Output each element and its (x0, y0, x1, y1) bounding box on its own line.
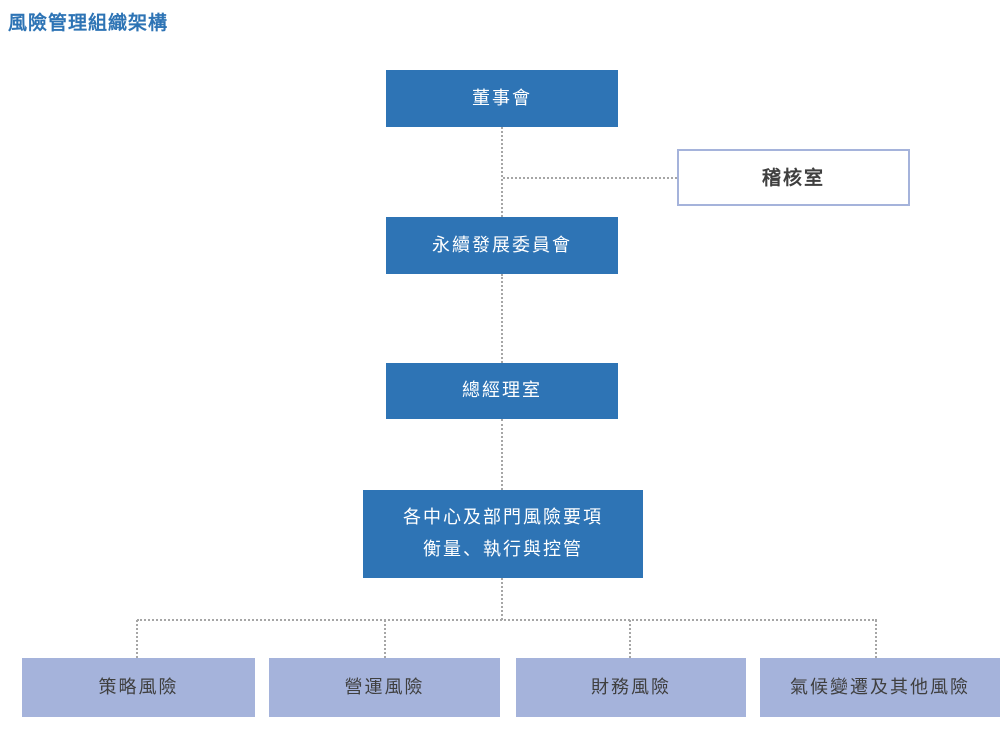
node-audit-label: 稽核室 (761, 166, 825, 189)
node-operational-risk-label: 營運風險 (344, 676, 425, 698)
connector-drop-operational (384, 620, 386, 658)
connector-board-to-audit (503, 177, 677, 179)
connector-board-to-committee (501, 127, 503, 217)
node-operational-risk: 營運風險 (269, 658, 500, 717)
connector-gm-to-control (501, 419, 503, 490)
node-climate-risk: 氣候變遷及其他風險 (760, 658, 1000, 717)
connector-drop-strategic (136, 620, 138, 658)
page-title: 風險管理組織架構 (8, 12, 169, 34)
node-sustainability-label: 永續發展委員會 (432, 234, 572, 256)
node-gm-label: 總經理室 (462, 380, 542, 401)
connector-control-to-bus (501, 578, 503, 620)
node-risk-measurement-control: 各中心及部門風險要項 衡量、執行與控管 (363, 490, 643, 578)
node-board-of-directors: 董事會 (386, 70, 618, 127)
node-strategic-risk: 策略風險 (22, 658, 255, 717)
node-sustainability-committee: 永續發展委員會 (386, 217, 618, 274)
connector-committee-to-gm (501, 274, 503, 363)
connector-bus-line (137, 619, 877, 621)
node-gm-office: 總經理室 (386, 363, 618, 419)
connector-drop-climate (875, 620, 877, 658)
node-audit-office: 稽核室 (677, 149, 910, 206)
node-risk-control-label-line1: 各中心及部門風險要項 (403, 507, 603, 528)
node-risk-control-label-line2: 衡量、執行與控管 (423, 539, 583, 560)
node-financial-risk-label: 財務風險 (591, 676, 671, 698)
node-financial-risk: 財務風險 (516, 658, 746, 717)
node-strategic-risk-label: 策略風險 (98, 676, 179, 698)
node-board-label: 董事會 (472, 87, 532, 109)
node-climate-risk-label: 氣候變遷及其他風險 (790, 676, 970, 698)
connector-drop-financial (629, 620, 631, 658)
